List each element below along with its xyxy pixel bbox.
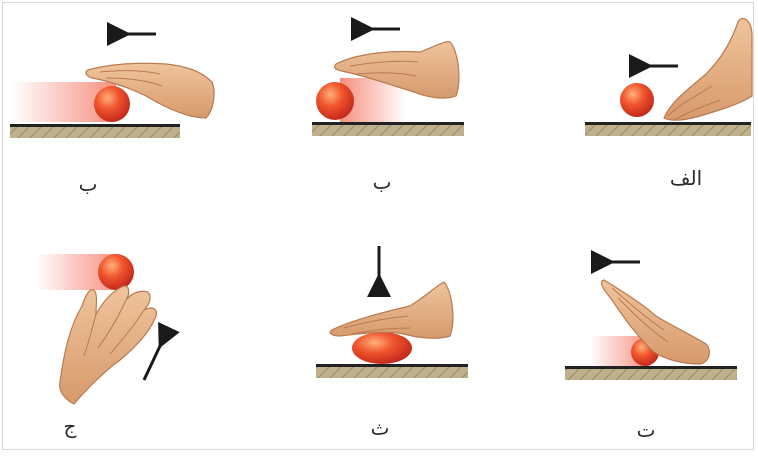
hand-icon (60, 286, 157, 404)
caption-te: ت (616, 418, 676, 442)
caption-jim: ج (40, 414, 100, 438)
ground-strip (565, 366, 737, 380)
hand-icon (330, 282, 453, 338)
caption-be-middle: ب (352, 170, 412, 194)
ball-icon (620, 83, 654, 117)
panel-te (565, 262, 737, 380)
ball-icon (94, 86, 130, 122)
caption-be-left: ب (58, 172, 118, 196)
hand-icon (664, 18, 752, 120)
up-arrow-icon (144, 346, 160, 380)
panel-jim (36, 254, 160, 404)
caption-alef: الف (656, 166, 716, 190)
ground-strip (316, 364, 468, 378)
panel-alef (585, 18, 752, 136)
ball-icon (352, 332, 412, 364)
ground-strip (312, 122, 464, 136)
panel-be-middle (312, 29, 464, 136)
panel-se (316, 246, 468, 378)
ground-strip (10, 124, 180, 138)
panel-be-left (10, 34, 214, 138)
ball-icon (316, 82, 354, 120)
ball-icon (98, 254, 134, 290)
ground-strip (585, 122, 751, 136)
caption-se: ث (350, 416, 410, 440)
